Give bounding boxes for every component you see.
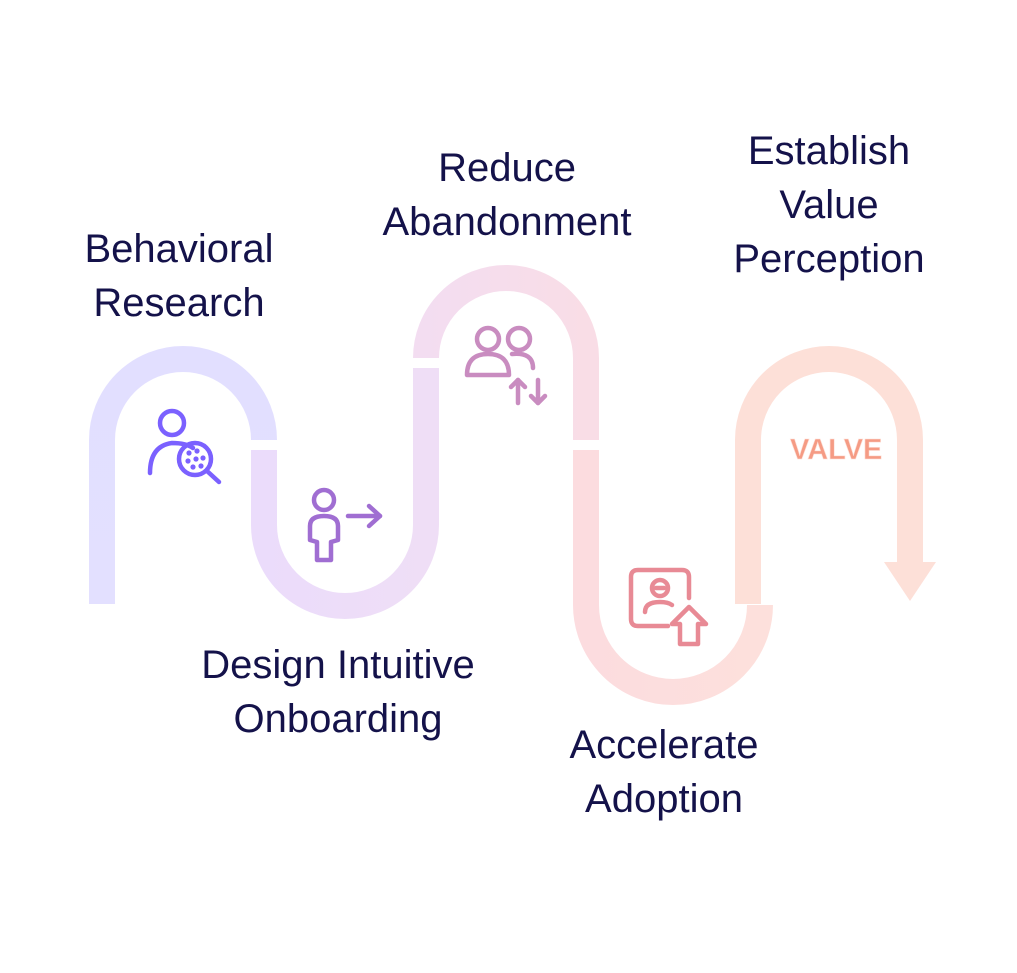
path-segment-4 xyxy=(573,450,773,705)
step-label-establish-value-perception: Establish Value Perception xyxy=(733,129,925,281)
person-search-icon xyxy=(147,408,222,485)
path-segment-1 xyxy=(89,346,277,604)
path-segment-2 xyxy=(251,368,439,619)
step-label-design-intuitive-onboarding: Design Intuitive Onboarding xyxy=(201,643,475,741)
users-swap-icon xyxy=(464,325,548,406)
valve-logo-wordmark: VALVE xyxy=(790,434,882,466)
person-arrow-right-icon xyxy=(307,487,383,563)
value-logo-icon: VALVE xyxy=(790,434,883,467)
path-segment-3 xyxy=(413,265,599,440)
step-label-accelerate-adoption: Accelerate Adoption xyxy=(569,723,759,821)
step-label-reduce-abandonment: Reduce Abandonment xyxy=(382,146,632,244)
step-label-behavioral-research: Behavioral Research xyxy=(84,227,274,325)
profile-upload-icon xyxy=(628,567,709,647)
path-segment-5 xyxy=(735,346,923,604)
end-arrowhead xyxy=(884,562,936,601)
